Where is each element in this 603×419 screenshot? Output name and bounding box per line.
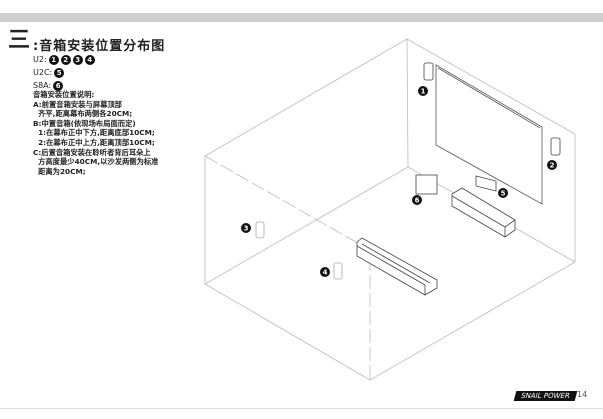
model-name: U2C: xyxy=(33,68,53,77)
badge-1-label: 1 xyxy=(421,88,426,96)
diagram-badges: 1 2 3 4 5 6 xyxy=(241,86,557,277)
rear-left-speaker xyxy=(255,221,265,239)
subwoofer xyxy=(415,174,438,195)
sofa xyxy=(356,237,438,296)
badge: 3 xyxy=(72,54,83,65)
front-right-speaker xyxy=(550,137,561,156)
badge: 5 xyxy=(54,67,65,78)
top-bar xyxy=(0,13,603,22)
badge-4-label: 4 xyxy=(323,269,328,277)
badge: 6 xyxy=(53,80,64,91)
badge: 2 xyxy=(60,54,71,65)
model-s8a: S8A:6 xyxy=(33,79,95,92)
badge-3-label: 3 xyxy=(244,225,249,233)
badge-3 xyxy=(241,223,251,233)
tv-cabinet xyxy=(451,187,516,238)
badge-4 xyxy=(320,267,330,277)
badge-6-label: 6 xyxy=(415,197,420,205)
note-line: 方高度最少40CM,以沙发两侧为标准 xyxy=(33,157,159,167)
center-speaker xyxy=(475,175,497,192)
room-walls xyxy=(204,38,576,381)
badge: 1 xyxy=(48,54,59,65)
note-line: 距离为20CM; xyxy=(33,166,86,176)
note-line: 1:在幕布正中下方,距离底部10CM; xyxy=(33,128,155,138)
note-line: C:后置音箱安装在聆听者背后耳朵上 xyxy=(33,147,151,157)
bottom-divider xyxy=(0,408,603,409)
note-line: B:中置音箱(依现场布局面而定) xyxy=(33,118,136,128)
badge-6 xyxy=(412,195,422,205)
installation-notes: 音箱安装位置说明:A:前置音箱安装与屏幕顶部 齐平,距离幕布两侧各20CM;B:… xyxy=(33,90,158,176)
badge-1 xyxy=(418,86,428,96)
badge-5 xyxy=(498,188,508,198)
note-line: 2:在幕布正中上方,距离顶部10CM; xyxy=(33,137,155,147)
page-number: 14 xyxy=(577,390,588,399)
projection-screen xyxy=(435,64,543,205)
badge-2 xyxy=(547,160,557,170)
badge-2-label: 2 xyxy=(550,162,555,170)
model-name: S8A: xyxy=(33,81,52,90)
model-name: U2: xyxy=(33,55,47,64)
note-line: A:前置音箱安装与屏幕顶部 xyxy=(33,99,122,109)
front-left-speaker xyxy=(423,62,434,81)
badge: 4 xyxy=(84,54,95,65)
note-line: 齐平,距离幕布两侧各20CM; xyxy=(33,109,133,119)
notes-heading: 音箱安装位置说明: xyxy=(33,90,95,99)
badge-5-label: 5 xyxy=(501,190,506,198)
brand-label: SNAIL POWER xyxy=(513,391,577,401)
model-u2c: U2C:5 xyxy=(33,66,95,79)
section-numeral: 三 xyxy=(8,28,31,53)
rear-right-speaker xyxy=(333,262,343,280)
page-title: :音箱安装位置分布图 xyxy=(33,39,166,54)
